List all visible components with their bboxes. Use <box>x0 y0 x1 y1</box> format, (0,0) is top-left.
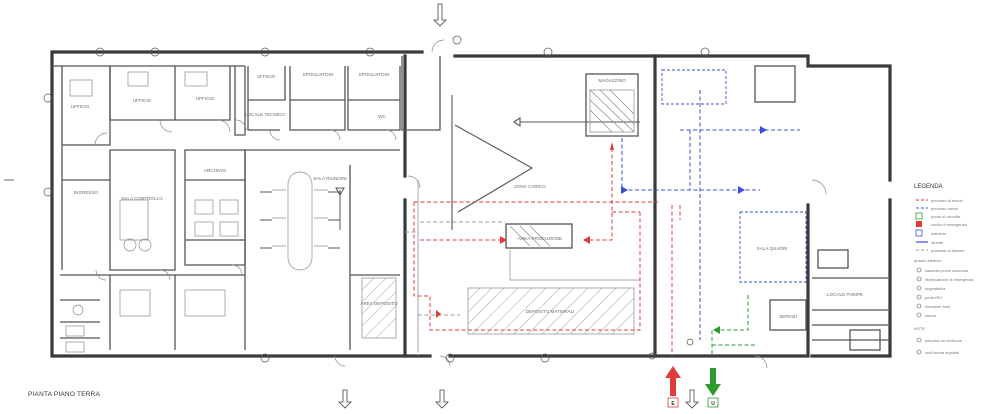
blue-flow <box>621 90 800 340</box>
svg-text:vedi tavola impianti: vedi tavola impianti <box>925 350 959 355</box>
room-label: DEPOSITO MATERIALI <box>526 309 575 314</box>
svg-text:cassetta primo soccorso: cassetta primo soccorso <box>925 268 969 273</box>
legend-item: pulsante di allarme <box>916 248 965 253</box>
legend-item: sirena <box>916 312 937 318</box>
entry-exit-arrows <box>4 3 721 409</box>
legend-item: porta REI <box>916 294 942 300</box>
red-flow <box>413 148 681 356</box>
svg-text:illuminazione di emergenza: illuminazione di emergenza <box>925 277 974 282</box>
legend-item: idrante <box>916 240 944 245</box>
exit-label: U <box>711 401 715 407</box>
legend: LEGENDA percorso di esodo percorso mezzi… <box>914 184 974 355</box>
left-block-partitions <box>52 56 441 350</box>
hall-structure <box>361 73 640 350</box>
svg-text:sirena: sirena <box>925 313 937 318</box>
room-label: UFFICIO <box>71 104 90 109</box>
room-labels: UFFICIO UFFICIO UFFICIO UFFICIO SPOGLIAT… <box>71 72 863 319</box>
legend-title: LEGENDA <box>914 184 943 190</box>
legend-item: uscita di emergenza <box>916 221 968 227</box>
svg-text:uscita di emergenza: uscita di emergenza <box>931 222 968 227</box>
room-label: AREA DEPOSITO <box>360 301 398 306</box>
room-label: SALA QUADRI <box>757 246 788 251</box>
room-label: SERVIZI <box>779 314 797 319</box>
drawing-title: PIANTA PIANO TERRA <box>28 391 100 398</box>
gray-flow <box>405 221 505 356</box>
svg-text:percorso mezzi: percorso mezzi <box>931 206 958 211</box>
outer-walls <box>50 50 892 358</box>
svg-text:rilevatore fumi: rilevatore fumi <box>925 304 950 309</box>
room-label: UFFICIO <box>257 74 276 79</box>
svg-text:punto di raccolta: punto di raccolta <box>931 214 961 219</box>
room-label: LOCALE TECNICO <box>245 112 285 117</box>
svg-text:idrante: idrante <box>931 240 944 245</box>
svg-text:estintore: estintore <box>931 231 947 236</box>
flow-arrowheads <box>436 126 767 334</box>
green-flow <box>711 295 755 356</box>
svg-text:percorso di esodo: percorso di esodo <box>931 198 964 203</box>
room-label: SALA RIUNIONI <box>313 176 346 181</box>
svg-text:percorsi da verificare: percorsi da verificare <box>925 338 963 343</box>
notes-title: NOTE <box>914 326 925 331</box>
entry-label: E <box>671 401 675 407</box>
svg-text:porta REI: porta REI <box>925 295 942 300</box>
room-label: SALA CONTROLLO <box>121 196 163 201</box>
legend-note: percorsi da verificare <box>916 337 963 343</box>
legend-note: vedi tavola impianti <box>916 349 959 355</box>
legend-item: segnaletica <box>916 285 946 291</box>
svg-text:pulsante di allarme: pulsante di allarme <box>931 248 965 253</box>
meeting-table <box>260 171 345 271</box>
right-rooms <box>661 65 890 351</box>
room-label: INGRESSO <box>74 190 99 195</box>
svg-text:segnaletica: segnaletica <box>925 286 946 291</box>
room-label: SPOGLIATOIO <box>303 72 334 77</box>
room-label: WC <box>378 114 386 119</box>
left-block-furniture <box>65 71 239 353</box>
room-label: ZONA CARICO <box>514 184 546 189</box>
room-label: AREA PRODUZIONE <box>518 236 562 241</box>
legend-item: rilevatore fumi <box>916 303 950 309</box>
legend-item: cassetta primo soccorso <box>916 267 969 273</box>
room-label: UFFICIO <box>196 96 215 101</box>
legend-item: percorso di esodo <box>916 198 964 203</box>
room-label: ARCHIVIO <box>204 168 227 173</box>
room-label: MAGAZZINO <box>598 78 626 83</box>
legend-subtitle: quadro elettrico <box>914 258 942 263</box>
legend-item: percorso mezzi <box>916 206 958 211</box>
room-label: UFFICIO <box>133 98 152 103</box>
markers <box>43 35 710 363</box>
room-label: SPOGLIATOIO <box>359 72 390 77</box>
room-label: LOCALE POMPE <box>827 292 863 297</box>
door-swings <box>94 39 827 369</box>
legend-item: illuminazione di emergenza <box>916 276 974 282</box>
legend-item: punto di raccolta <box>915 212 961 220</box>
legend-item: estintore <box>915 229 947 237</box>
